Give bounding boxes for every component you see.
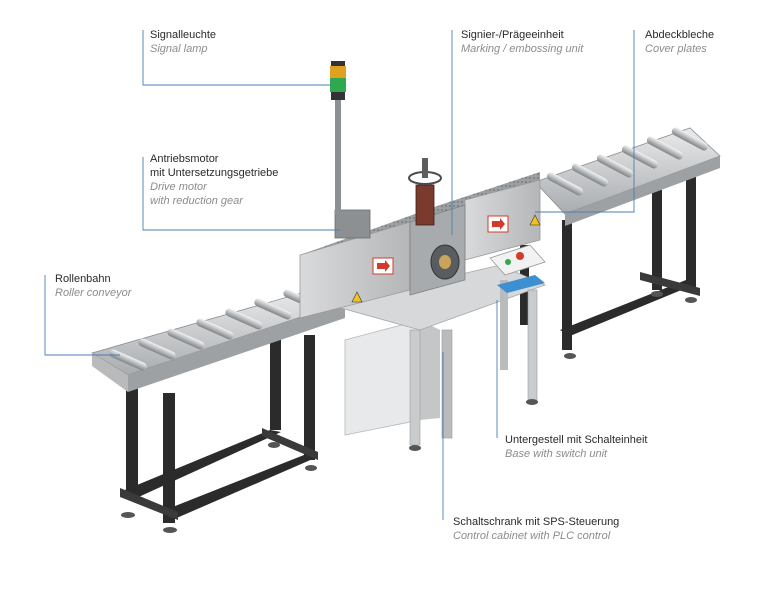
left-conveyor-brace xyxy=(120,488,178,520)
left-conveyor-brace xyxy=(262,428,318,460)
callout-drive-motor-de-line2: mit Untersetzungsgetriebe xyxy=(150,167,279,179)
callout-signal-lamp-en: Signal lamp xyxy=(150,43,208,55)
signal-lamp-green xyxy=(330,78,346,92)
machine-housing xyxy=(299,158,546,319)
signal-lamp-base xyxy=(331,92,345,100)
callout-base-en: Base with switch unit xyxy=(505,448,608,460)
emergency-stop-button xyxy=(516,252,524,260)
base-leg xyxy=(409,329,421,446)
right-conveyor-brace xyxy=(640,272,700,296)
right-roller-conveyor xyxy=(520,127,721,359)
right-conveyor-leg xyxy=(652,190,662,290)
operator-panel xyxy=(489,244,546,276)
right-conveyor-foot xyxy=(685,297,697,303)
callout-control-cabinet-de: Schaltschrank mit SPS-Steuerung xyxy=(453,516,620,528)
callout-marking-unit-en: Marking / embossing unit xyxy=(461,43,584,55)
left-conveyor-brace xyxy=(160,455,315,520)
signal-lamp xyxy=(330,61,346,215)
callout-drive-motor-en-line2: with reduction gear xyxy=(150,195,243,207)
left-conveyor-leg xyxy=(126,388,138,498)
base-foot xyxy=(526,399,538,405)
arrow-icon-shape xyxy=(377,260,390,272)
control-cabinet xyxy=(344,319,421,436)
callout-control-cabinet-en: Control cabinet with PLC control xyxy=(453,530,611,542)
callout-cover-plates: Abdeckbleche Cover plates xyxy=(645,28,714,56)
left-conveyor-brace xyxy=(120,430,281,500)
callout-signal-lamp-de: Signalleuchte xyxy=(150,29,217,41)
right-conveyor-side xyxy=(565,156,720,226)
callout-drive-motor-de-line1: Antriebsmotor xyxy=(150,153,219,165)
right-conveyor-rollers xyxy=(546,127,709,196)
callout-control-cabinet: Schaltschrank mit SPS-Steuerung Control … xyxy=(453,515,619,543)
callout-base: Untergestell mit Schalteinheit Base with… xyxy=(505,433,647,461)
leader-line-signal-lamp xyxy=(142,30,330,86)
warning-icon xyxy=(351,291,363,303)
left-roller-conveyor xyxy=(91,289,347,533)
callout-roller-conveyor-en: Roller conveyor xyxy=(55,287,132,299)
left-conveyor-foot xyxy=(121,512,135,518)
callout-marking-unit-de: Signier-/Prägeeinheit xyxy=(461,29,564,41)
left-conveyor-leg xyxy=(163,393,175,523)
base-foot xyxy=(409,445,421,451)
leader-line-cover-plates xyxy=(535,30,635,213)
signal-lamp-amber xyxy=(330,66,346,78)
left-conveyor-leg xyxy=(270,330,281,430)
callout-roller-conveyor: Rollenbahn Roller conveyor xyxy=(55,272,131,300)
start-button xyxy=(505,259,511,265)
switch-unit-plate xyxy=(497,275,545,293)
control-cabinet-side xyxy=(420,320,440,420)
callout-roller-conveyor-de: Rollenbahn xyxy=(55,273,111,285)
embossing-spindle xyxy=(415,184,435,226)
signal-lamp-pole xyxy=(335,100,341,215)
left-conveyor-side xyxy=(128,302,345,392)
arrow-icon-shape xyxy=(492,218,505,230)
leader-lines xyxy=(44,30,635,520)
machine-base xyxy=(329,264,547,451)
right-conveyor-foot xyxy=(564,353,576,359)
callout-cover-plates-de: Abdeckbleche xyxy=(645,29,715,41)
base-leg xyxy=(500,280,508,370)
callout-drive-motor: Antriebsmotor mit Untersetzungsgetriebe … xyxy=(150,152,278,208)
callout-drive-motor-en-line1: Drive motor xyxy=(150,181,207,193)
leader-line-roller-conveyor xyxy=(44,275,120,356)
callout-marking-unit: Signier-/Prägeeinheit Marking / embossin… xyxy=(461,28,583,56)
leader-line-drive-motor xyxy=(142,157,340,231)
left-conveyor-foot xyxy=(163,527,177,533)
left-conveyor-side xyxy=(92,353,128,392)
base-leg xyxy=(527,289,538,401)
warning-icon xyxy=(529,214,541,226)
embossing-wheel-hub xyxy=(439,255,451,269)
callout-signal-lamp: Signalleuchte Signal lamp xyxy=(150,28,216,56)
base-leg xyxy=(441,329,453,439)
callout-cover-plates-en: Cover plates xyxy=(645,43,707,55)
signal-lamp-cap xyxy=(331,61,345,66)
left-conveyor-leg xyxy=(304,335,315,460)
left-conveyor-foot xyxy=(268,442,280,448)
right-conveyor-foot xyxy=(651,291,663,297)
callout-base-de: Untergestell mit Schalteinheit xyxy=(505,434,648,446)
left-conveyor-foot xyxy=(305,465,317,471)
right-conveyor-leg xyxy=(562,220,572,350)
right-conveyor-leg xyxy=(686,170,696,288)
spindle-top xyxy=(422,158,428,178)
